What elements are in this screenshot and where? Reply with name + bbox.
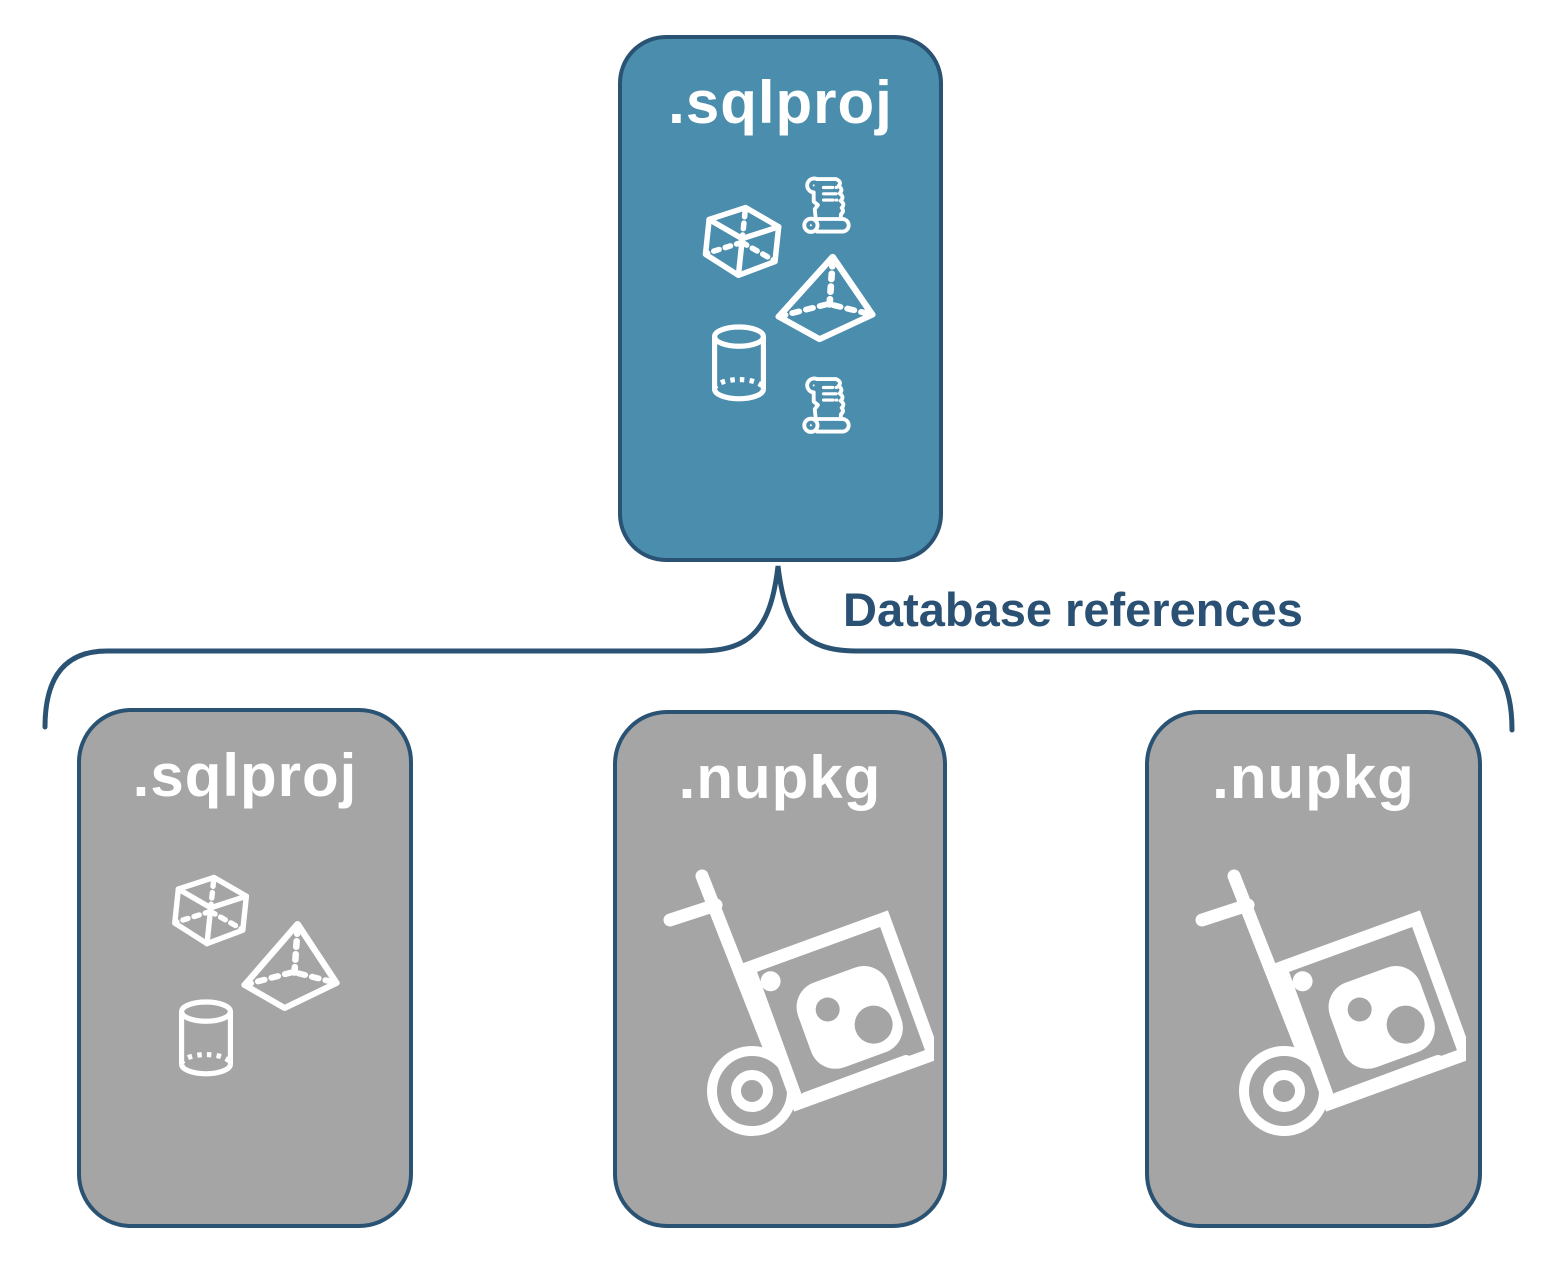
node-sqlproj-root: .sqlproj bbox=[618, 35, 943, 562]
connector-label: Database references bbox=[843, 583, 1303, 636]
node-sqlproj-child: .sqlproj bbox=[77, 708, 413, 1228]
node-title: .sqlproj bbox=[668, 69, 893, 136]
cylinder-icon bbox=[702, 319, 776, 409]
node-nupkg-child-2: .nupkg bbox=[1145, 710, 1482, 1228]
node-title: .nupkg bbox=[678, 744, 882, 811]
nuget-handtruck-icon bbox=[654, 864, 934, 1164]
pyramid-icon bbox=[770, 250, 880, 348]
pyramid-icon bbox=[236, 917, 344, 1017]
node-title: .nupkg bbox=[1212, 744, 1415, 811]
script-scroll-icon bbox=[792, 369, 862, 441]
nuget-handtruck-icon bbox=[1186, 864, 1466, 1164]
node-title: .sqlproj bbox=[132, 742, 358, 809]
script-scroll-icon bbox=[792, 169, 862, 241]
cylinder-icon bbox=[169, 994, 243, 1084]
node-nupkg-child-1: .nupkg bbox=[613, 710, 947, 1228]
